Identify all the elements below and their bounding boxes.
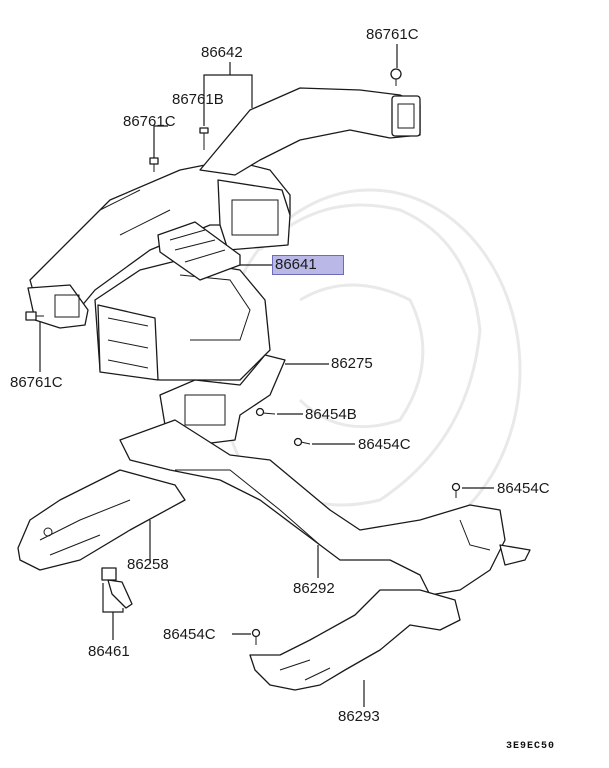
screw-86454b[interactable] xyxy=(255,407,276,417)
label-86761c-left: 86761C xyxy=(123,113,176,130)
screw-86454c-right[interactable] xyxy=(451,482,461,499)
screw-86761c-left[interactable] xyxy=(149,157,159,172)
screw-86454c-low[interactable] xyxy=(251,628,261,646)
screw-86761b[interactable] xyxy=(199,127,209,150)
leader-lines xyxy=(39,44,494,707)
heater-unit xyxy=(94,259,271,381)
label-86275: 86275 xyxy=(331,355,373,372)
label-86454c-low: 86454C xyxy=(163,626,216,643)
screw-86761c-bottom[interactable] xyxy=(25,311,44,321)
label-86292: 86292 xyxy=(293,580,335,597)
label-86258: 86258 xyxy=(127,556,169,573)
label-86642: 86642 xyxy=(201,44,243,61)
label-86641[interactable]: 86641 xyxy=(272,255,344,275)
label-86293: 86293 xyxy=(338,708,380,725)
screw-86454c-mid[interactable] xyxy=(293,437,311,447)
cover-86258[interactable] xyxy=(17,469,186,571)
duct-86293[interactable] xyxy=(249,589,461,691)
duct-86642[interactable] xyxy=(27,87,421,329)
label-86761c-bottom: 86761C xyxy=(10,374,63,391)
label-86761b: 86761B xyxy=(172,91,224,108)
label-86454c-mid: 86454C xyxy=(358,436,411,453)
screw-86761c-top[interactable] xyxy=(390,68,402,86)
reference-code: 3E9EC50 xyxy=(506,741,556,752)
label-86454b: 86454B xyxy=(305,406,357,423)
duct-86292[interactable] xyxy=(119,419,531,596)
label-86761c-top: 86761C xyxy=(366,26,419,43)
label-86454c-right: 86454C xyxy=(497,480,550,497)
clip-86461[interactable] xyxy=(101,567,133,609)
label-86461: 86461 xyxy=(88,643,130,660)
